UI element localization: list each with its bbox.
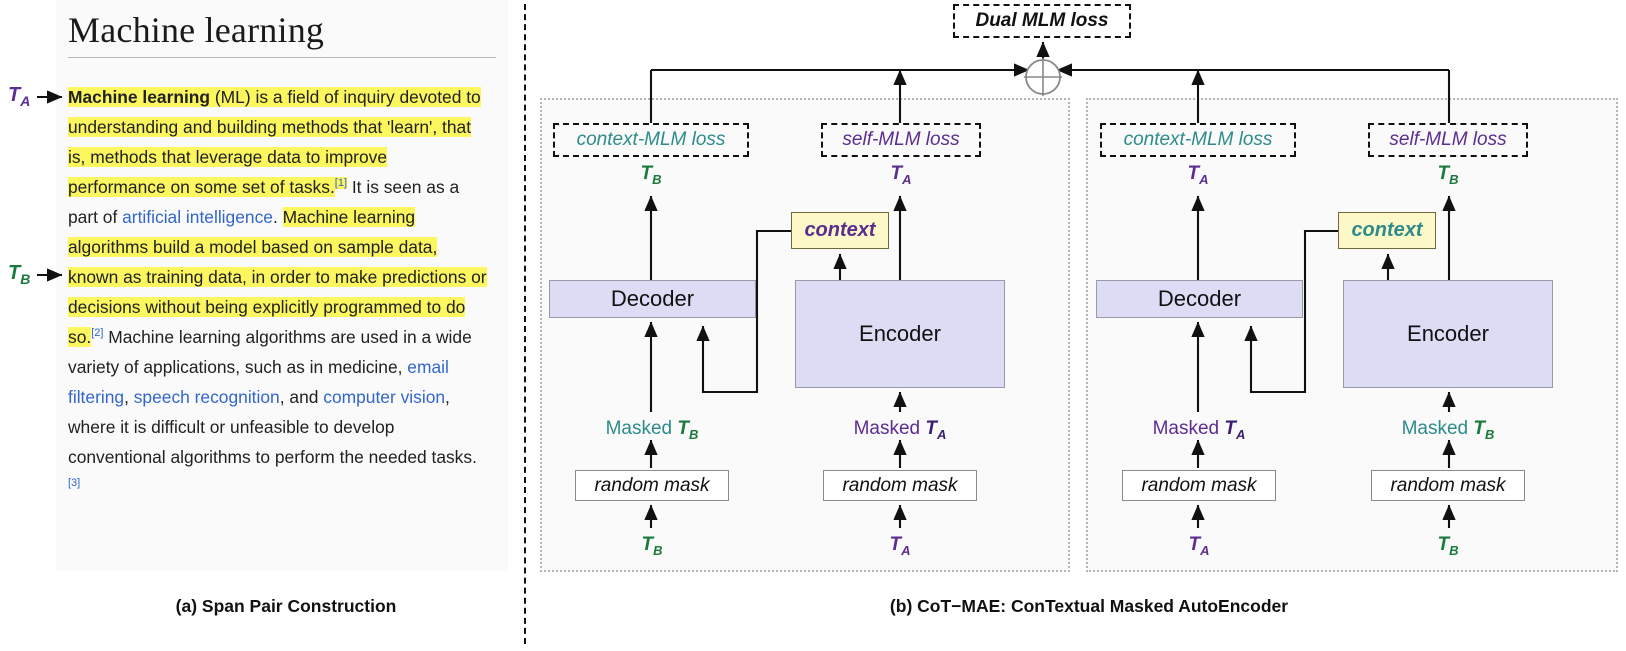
masked-token: TB xyxy=(677,418,699,442)
dual-mlm-loss-box: Dual MLM loss xyxy=(953,4,1131,38)
branch-right-decoder-random-mask-box: random mask xyxy=(1122,470,1276,501)
article-text-run: , and xyxy=(279,387,324,407)
branch-left-decoder-masked-label: Masked TB xyxy=(576,418,728,442)
branch-right-encoder-box: Encoder xyxy=(1343,280,1553,388)
citation-ref[interactable]: [2] xyxy=(91,327,104,340)
branch-left-encoder-input-token: TA xyxy=(889,534,911,558)
branch-right-decoder-target-token: TA xyxy=(1187,163,1209,187)
article-text-run: Machine learning algorithms build a mode… xyxy=(68,207,487,347)
span-marker-tb-label: T xyxy=(8,262,21,284)
article-body: Machine learning (ML) is a field of inqu… xyxy=(68,82,488,502)
span-marker-tb-sub: B xyxy=(20,271,31,287)
branch-left-context-box: context xyxy=(791,212,889,249)
citation-ref[interactable]: [3] xyxy=(68,477,81,490)
branch-right-encoder-target-token: TB xyxy=(1437,163,1459,187)
branch-left-encoder-random-mask-box: random mask xyxy=(823,470,977,501)
branch-left-context-mlm-loss-box: context-MLM loss xyxy=(553,123,749,157)
branch-left-encoder-box: Encoder xyxy=(795,280,1005,388)
branch-right-context-mlm-loss-box: context-MLM loss xyxy=(1100,123,1296,157)
article-link[interactable]: email filtering xyxy=(68,357,449,407)
span-marker-ta-sub: A xyxy=(20,93,31,109)
article-text-run: . xyxy=(272,207,283,227)
branch-left-encoder-masked-label: Masked TA xyxy=(853,418,947,442)
article-link[interactable]: speech recognition xyxy=(133,387,280,407)
branch-right-self-mlm-loss-box: self-MLM loss xyxy=(1368,123,1528,157)
branch-right-encoder-input-token: TB xyxy=(1437,534,1459,558)
branch-left-encoder-target-token: TA xyxy=(890,163,912,187)
branch-left-decoder-box: Decoder xyxy=(549,280,756,318)
span-marker-ta-label: T xyxy=(8,84,21,106)
branch-right-context-box: context xyxy=(1338,212,1436,249)
article-text-run: Machine learning xyxy=(68,87,211,107)
branch-right-encoder-random-mask-box: random mask xyxy=(1371,470,1525,501)
branch-right-encoder-masked-label: Masked TB xyxy=(1401,418,1495,442)
caption-b: (b) CoT−MAE: ConTextual Masked AutoEncod… xyxy=(889,596,1289,616)
branch-right-decoder-masked-label: Masked TA xyxy=(1152,418,1246,442)
branch-left-decoder-random-mask-box: random mask xyxy=(575,470,729,501)
masked-word: Masked xyxy=(605,418,673,439)
branch-left-self-mlm-loss-box: self-MLM loss xyxy=(821,123,981,157)
article-text-run: (ML) xyxy=(210,87,251,107)
article-text-run: It is seen as a part of xyxy=(68,177,460,227)
caption-a: (a) Span Pair Construction xyxy=(175,596,397,616)
article-text-run: , where it is difficult or unfeasible to… xyxy=(68,387,477,467)
panel-divider xyxy=(524,4,526,644)
article-link[interactable]: computer vision xyxy=(323,387,446,407)
article-text-run: Machine learning algorithms are used in … xyxy=(68,327,472,377)
title-underline xyxy=(68,57,496,58)
token-sub: B xyxy=(652,171,662,187)
token-letter: T xyxy=(640,163,653,184)
article-text-run: , xyxy=(124,387,134,407)
branch-right-decoder-input-token: TA xyxy=(1188,534,1210,558)
article-link[interactable]: artificial intelligence xyxy=(122,207,273,227)
branch-left-decoder-input-token: TB xyxy=(641,534,663,558)
citation-ref[interactable]: [1] xyxy=(334,177,348,190)
branch-left-decoder-target-token: TB xyxy=(601,163,701,187)
span-marker-tb: TB xyxy=(8,262,31,287)
page-title: Machine learning xyxy=(68,10,325,50)
branch-right-decoder-box: Decoder xyxy=(1096,280,1303,318)
span-marker-ta: TA xyxy=(8,84,31,109)
sum-operator-icon xyxy=(1024,58,1062,96)
